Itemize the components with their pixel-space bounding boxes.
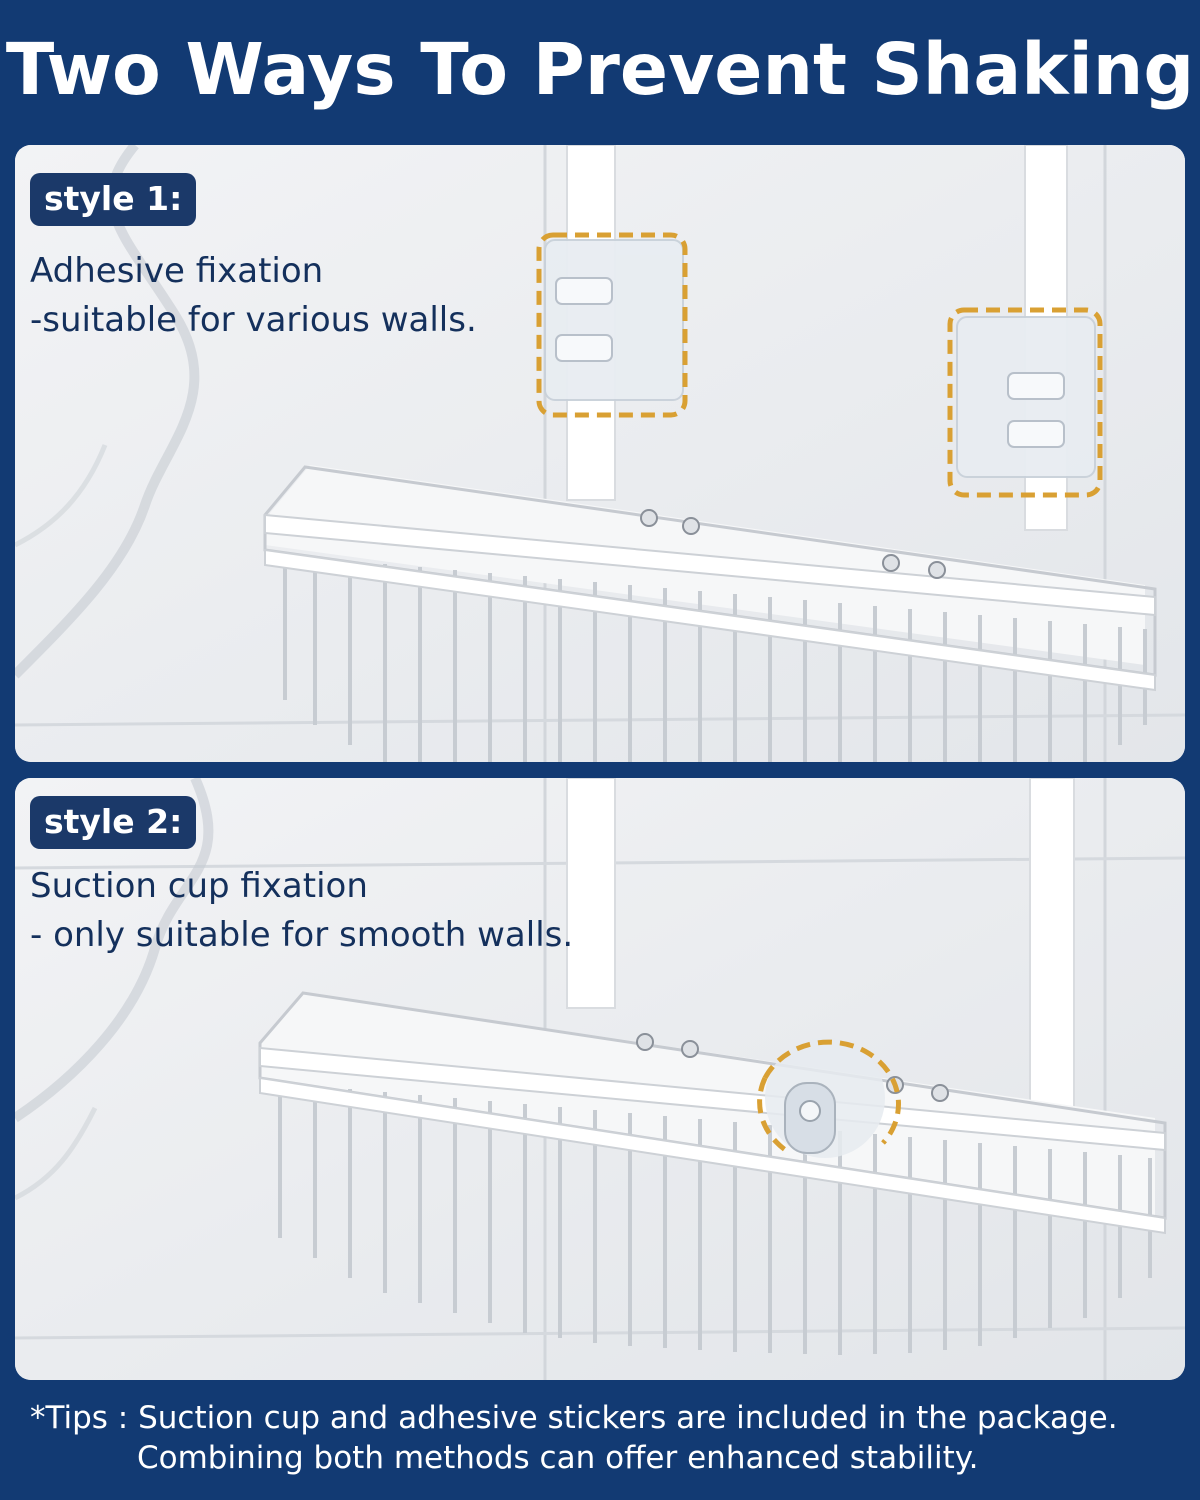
basket	[263, 465, 1157, 762]
style-2-badge: style 2:	[30, 796, 197, 849]
style-2-description: Suction cup fixation - only suitable for…	[30, 862, 573, 960]
style-1-panel: style 1: Adhesive fixation -suitable for…	[15, 145, 1185, 762]
style-2-line-2: - only suitable for smooth walls.	[30, 915, 574, 955]
page-title: Two Ways To Prevent Shaking	[5, 28, 1195, 111]
shower-caddy-adhesive-illustration	[15, 145, 1185, 762]
style-1-description: Adhesive fixation -suitable for various …	[30, 247, 477, 345]
basket	[258, 991, 1167, 1355]
tips-line-1: *Tips : Suction cup and adhesive sticker…	[30, 1400, 1118, 1436]
suction-cup-icon	[757, 1038, 901, 1158]
style-1-line-2: -suitable for various walls.	[30, 300, 477, 340]
adhesive-hook-icon	[947, 307, 1103, 498]
adhesive-hook-icon	[536, 232, 688, 418]
shower-caddy-suction-illustration	[15, 778, 1185, 1380]
style-1-badge: style 1:	[30, 173, 197, 226]
tips-line-2: Combining both methods can offer enhance…	[137, 1440, 979, 1476]
style-2-line-1: Suction cup fixation	[30, 866, 368, 906]
style-1-line-1: Adhesive fixation	[30, 251, 324, 291]
style-2-panel: style 2: Suction cup fixation - only sui…	[15, 778, 1185, 1380]
